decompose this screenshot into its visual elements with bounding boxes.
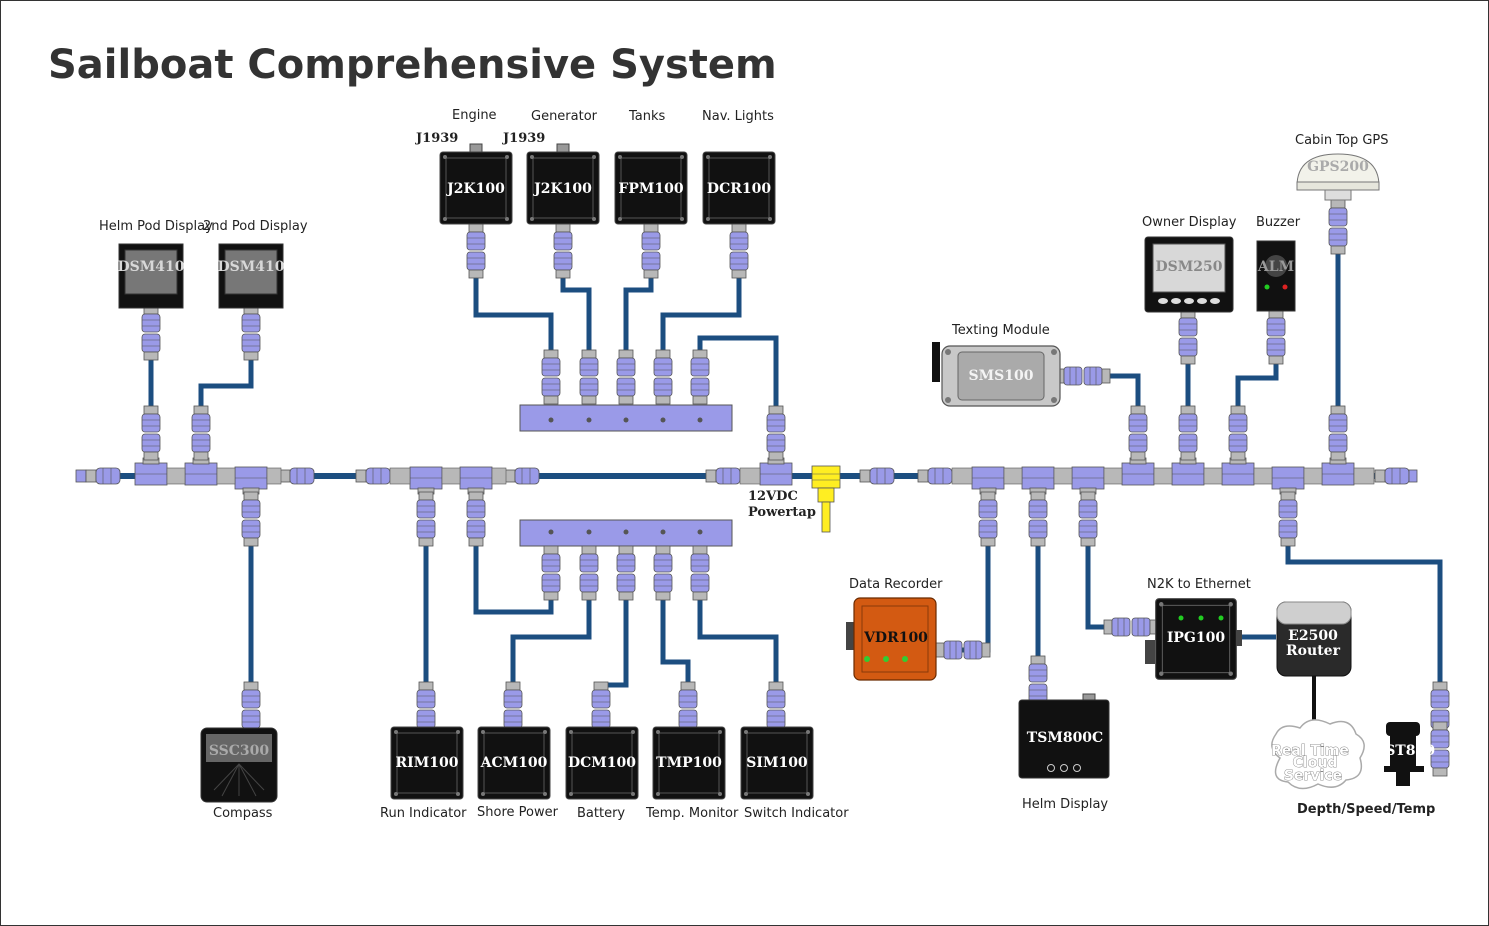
dcm100-battery: DCM100 xyxy=(565,726,639,800)
cloud-label-2: Cloud xyxy=(1293,755,1338,771)
label-j1939-b: J1939 xyxy=(502,131,545,146)
label-j1939-a: J1939 xyxy=(415,131,458,146)
alm-label: ALM xyxy=(1257,259,1294,275)
label-2nd-pod: 2nd Pod Display xyxy=(203,219,308,234)
drop-cables xyxy=(148,248,1443,740)
sim100-switch-indicator: SIM100 xyxy=(740,726,814,800)
dst-label: DST800 xyxy=(1373,743,1435,759)
tmp100-temp-monitor: TMP100 xyxy=(652,726,726,800)
ssc300-label: SSC300 xyxy=(209,743,270,759)
e2500-router: E2500 Router xyxy=(1276,601,1352,677)
sms100-label: SMS100 xyxy=(969,368,1034,384)
lower-manifold xyxy=(519,519,733,547)
gps200-label: GPS200 xyxy=(1307,159,1369,175)
label-data-recorder: Data Recorder xyxy=(849,577,943,592)
label-compass: Compass xyxy=(213,806,273,821)
acm100-label: ACM100 xyxy=(480,755,548,771)
j2k100-label: J2K100 xyxy=(445,181,505,197)
j2k100-generator: J2K100 xyxy=(526,143,600,225)
label-buzzer: Buzzer xyxy=(1256,215,1301,230)
backbone-connectors xyxy=(75,457,1418,495)
dsm410-label: DSM410 xyxy=(118,259,185,275)
e2500-label-2: Router xyxy=(1286,643,1341,659)
j2k100-label: J2K100 xyxy=(532,181,592,197)
label-powertap-1: 12VDC xyxy=(748,489,798,504)
drop-connectors xyxy=(141,199,1450,777)
rim100-label: RIM100 xyxy=(396,755,459,771)
cloud-label-1: Real Time xyxy=(1271,743,1349,759)
dsm250-label: DSM250 xyxy=(1156,259,1223,275)
ssc300-compass: SSC300 xyxy=(200,727,278,803)
ipg100-label: IPG100 xyxy=(1167,630,1226,646)
vdr100-label: VDR100 xyxy=(863,630,928,646)
sms100-texting-module: SMS100 xyxy=(932,342,1061,407)
dcr100-nav-lights: DCR100 xyxy=(702,151,776,225)
rim100-run-indicator: RIM100 xyxy=(390,726,464,800)
dst-sensor: DST800 xyxy=(1373,722,1435,786)
powertap xyxy=(811,465,841,533)
label-nav-lights: Nav. Lights xyxy=(702,109,774,124)
label-depth: Depth/Speed/Temp xyxy=(1297,802,1435,817)
dsm250-owner-display: DSM250 xyxy=(1144,236,1234,313)
cloud-service: Real Time Cloud Service xyxy=(1271,719,1365,790)
label-n2k-eth: N2K to Ethernet xyxy=(1147,577,1251,592)
fpm100-label: FPM100 xyxy=(618,181,683,197)
label-temp-mon: Temp. Monitor xyxy=(645,806,739,821)
e2500-label: E2500 xyxy=(1288,628,1338,644)
upper-manifold xyxy=(519,404,733,432)
label-generator: Generator xyxy=(531,109,598,124)
label-battery: Battery xyxy=(577,806,625,821)
fpm100-tanks: FPM100 xyxy=(614,151,688,225)
label-texting: Texting Module xyxy=(951,323,1050,338)
tsm800c-label: TSM800C xyxy=(1027,730,1103,746)
label-shore: Shore Power xyxy=(477,805,559,820)
label-powertap-2: Powertap xyxy=(748,505,816,520)
device-labels: Helm Pod Display 2nd Pod Display Engine … xyxy=(99,108,1435,821)
label-run-ind: Run Indicator xyxy=(380,806,467,821)
label-engine: Engine xyxy=(452,108,497,123)
label-cabin-gps: Cabin Top GPS xyxy=(1295,133,1389,148)
label-owner: Owner Display xyxy=(1142,215,1237,230)
j2k100-engine: J2K100 xyxy=(439,143,513,225)
tmp100-label: TMP100 xyxy=(656,755,722,771)
alm-buzzer: ALM xyxy=(1256,240,1296,312)
tsm800c-helm-display: TSM800C xyxy=(1018,693,1110,779)
dsm410-2nd-pod: DSM410 xyxy=(218,243,285,309)
dsm410-label: DSM410 xyxy=(218,259,285,275)
dcm100-label: DCM100 xyxy=(568,755,636,771)
acm100-shore-power: ACM100 xyxy=(477,726,551,800)
ipg100-n2k-ethernet: IPG100 xyxy=(1145,598,1242,680)
diagram-title: Sailboat Comprehensive System xyxy=(48,42,777,88)
label-switch-ind: Switch Indicator xyxy=(744,806,849,821)
dcr100-label: DCR100 xyxy=(707,181,771,197)
sim100-label: SIM100 xyxy=(746,755,808,771)
dsm410-helm-pod: DSM410 xyxy=(118,243,185,309)
label-helm-display: Helm Display xyxy=(1022,797,1108,812)
cloud-label-3: Service xyxy=(1284,768,1342,784)
vdr100-data-recorder: VDR100 xyxy=(846,597,937,681)
gps200-cabin-top: GPS200 xyxy=(1296,153,1380,201)
label-helm-pod: Helm Pod Display xyxy=(99,219,213,234)
label-tanks: Tanks xyxy=(628,109,666,124)
